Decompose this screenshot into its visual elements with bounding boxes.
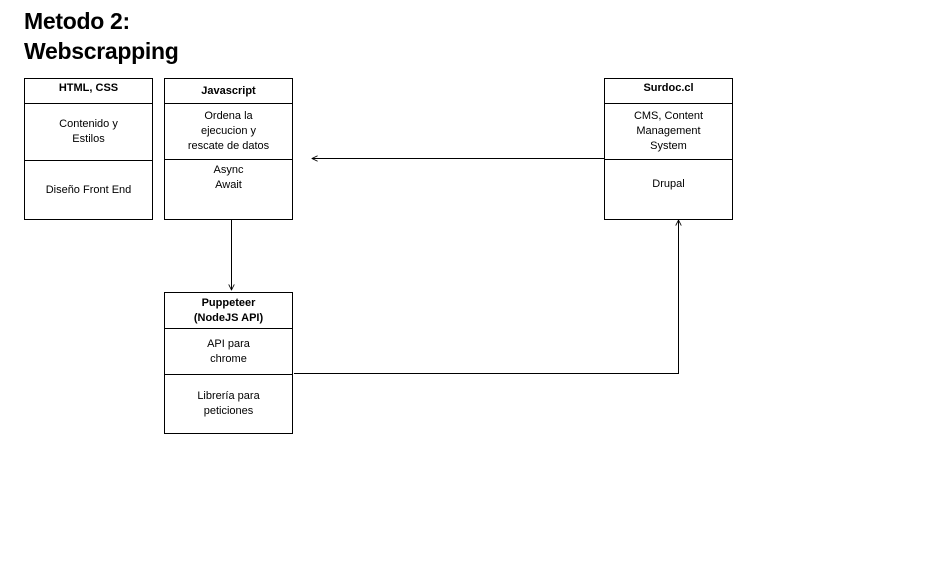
box-puppeteer-header: Puppeteer (NodeJS API) — [193, 296, 264, 324]
box-html-css-header: HTML, CSS — [58, 82, 119, 94]
box-puppeteer-row-1: API para chrome — [165, 328, 292, 374]
box-puppeteer: Puppeteer (NodeJS API) API para chrome L… — [164, 292, 293, 434]
title-line-1: Metodo 2: — [24, 8, 130, 34]
box-javascript: Javascript Ordena la ejecucion y rescate… — [164, 78, 293, 220]
box-surdoc-row-2: Drupal — [605, 159, 732, 219]
box-javascript-header: Javascript — [201, 84, 256, 97]
box-html-css-row-2: Diseño Front End — [25, 160, 152, 219]
box-puppeteer-row-2: Librería para peticiones — [165, 374, 292, 433]
box-javascript-row-1: Ordena la ejecucion y rescate de datos — [165, 103, 292, 159]
page-title: Metodo 2: Webscrapping — [24, 6, 179, 66]
box-surdoc-header: Surdoc.cl — [643, 82, 694, 94]
box-surdoc-row-1: CMS, Content Management System — [605, 103, 732, 159]
box-html-css: HTML, CSS Contenido y Estilos Diseño Fro… — [24, 78, 153, 220]
box-surdoc: Surdoc.cl CMS, Content Management System… — [604, 78, 733, 220]
arrow-puppeteer-to-surdoc — [294, 220, 679, 374]
box-html-css-row-1: Contenido y Estilos — [25, 103, 152, 160]
title-line-2: Webscrapping — [24, 38, 179, 64]
box-javascript-row-2: Async Await — [165, 159, 292, 219]
